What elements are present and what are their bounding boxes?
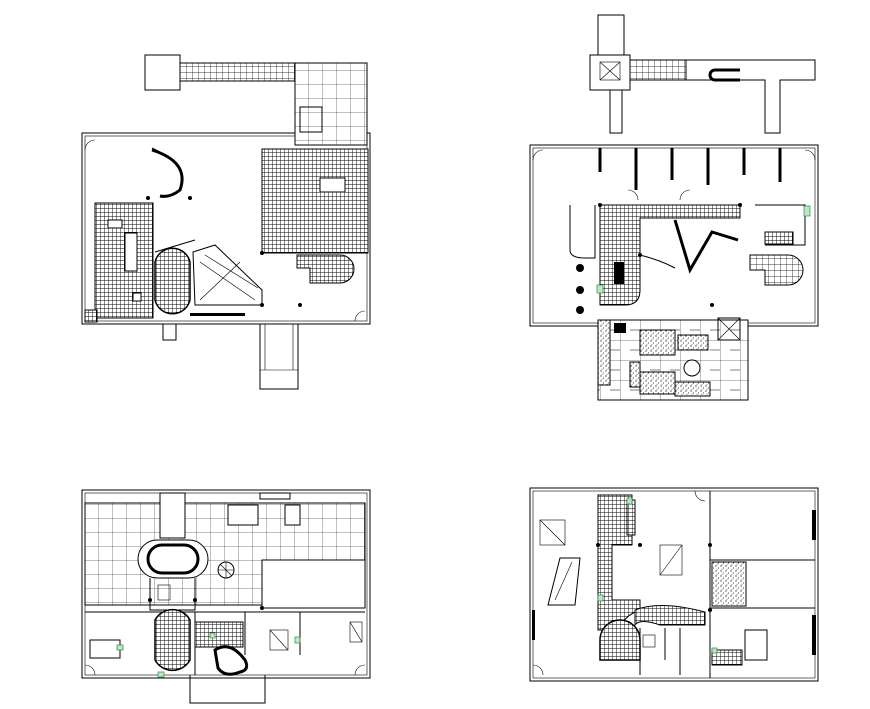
outer-wall — [81, 489, 371, 679]
outer-wall — [529, 487, 819, 682]
plan-top-right — [529, 14, 819, 401]
ramp-outline — [192, 244, 263, 306]
curved-corridor-tiles — [634, 604, 706, 627]
chimney — [614, 262, 624, 284]
stair-tower — [597, 14, 625, 56]
plan-bottom-right — [529, 487, 819, 682]
spiral-stair — [154, 608, 191, 672]
outer-wall — [81, 132, 371, 325]
bathtub — [213, 645, 249, 676]
right-stair — [749, 254, 804, 286]
plan-bottom-left — [81, 489, 371, 704]
roof-terrace-tiles — [294, 62, 368, 146]
corridor-tiles — [599, 204, 741, 306]
curved-wall — [673, 219, 739, 274]
columns — [596, 543, 712, 612]
spiral-stair — [154, 247, 191, 315]
columns — [146, 196, 302, 307]
stair-landing — [179, 62, 296, 82]
balcony — [189, 675, 266, 704]
curved-tiled-stair — [296, 254, 355, 284]
plan-top-left — [81, 54, 371, 390]
planter — [683, 359, 701, 377]
textured-room — [711, 561, 747, 607]
skylight — [319, 177, 346, 193]
columns — [148, 598, 264, 610]
solarium — [137, 539, 209, 579]
wardrobe — [547, 557, 581, 606]
spiral-stair — [599, 619, 641, 661]
bath-tiles — [194, 621, 244, 648]
entry-porch — [162, 323, 177, 341]
top-stair — [629, 59, 687, 81]
columns — [598, 203, 742, 307]
room-partitions — [598, 148, 782, 190]
chimney-block — [144, 54, 181, 91]
garage-path — [259, 323, 299, 390]
tiled-hall — [261, 148, 369, 254]
curved-screen — [151, 148, 184, 198]
kitchen-tiles — [94, 202, 154, 319]
